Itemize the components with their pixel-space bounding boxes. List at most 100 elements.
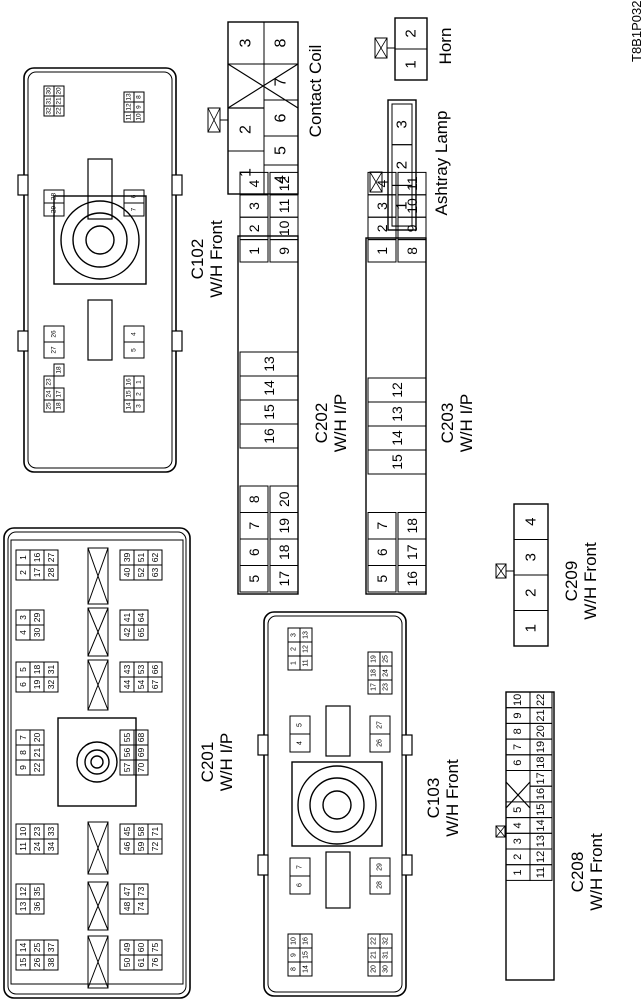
c202-pin-19: 19 [276, 518, 292, 534]
c102-pin-11: 11 [126, 113, 133, 120]
c201-pin-24: 24 [32, 842, 42, 852]
c201-pin-7: 7 [18, 735, 28, 740]
c203-pin-17: 17 [404, 544, 420, 560]
c202-pin-13: 13 [261, 356, 277, 372]
c102-pin-30: 30 [46, 87, 53, 95]
c103-pin-27-cell [369, 715, 391, 735]
c201-pin-72-cell [147, 838, 163, 855]
c201-pin-73: 73 [136, 887, 146, 897]
c208-pin-16: 16 [535, 788, 547, 800]
c209-pin-4: 4 [523, 518, 540, 526]
c202-pin-5: 5 [246, 575, 262, 583]
c201-pin-52: 52 [136, 568, 146, 578]
c201-pin-65: 65 [136, 628, 146, 638]
c103-pin-5-cell [289, 715, 311, 735]
c103-pin-11: 11 [303, 659, 310, 666]
c203-pin-18-cell [397, 512, 427, 540]
c103-caption: C103 W/H Front [424, 746, 462, 850]
c103-pin-12: 12 [303, 645, 310, 653]
c103-pin-cells: 1112131232324251718194526276728291415168… [287, 627, 393, 977]
c201-pin-54: 54 [136, 680, 146, 690]
c102-pin-26-cell [43, 325, 65, 343]
c201-pin-48: 48 [122, 902, 132, 912]
c102-pin-24: 24 [46, 390, 53, 398]
c201-pin-4: 4 [18, 630, 28, 635]
c202-pin-8-cell [239, 485, 269, 513]
c201-pin-34: 34 [46, 842, 56, 852]
c201-harness: W/H I/P [217, 732, 236, 792]
c201-pin-59: 59 [136, 842, 146, 852]
c201-pin-16: 16 [32, 553, 42, 563]
c202-pin-9: 9 [276, 247, 292, 255]
c103-name: C103 [424, 777, 443, 819]
c202-pin-11: 11 [276, 199, 292, 214]
c201-pin-25: 25 [32, 943, 42, 953]
c201-pin-60: 60 [136, 943, 146, 953]
contact-coil-pin-4: 4 [273, 175, 290, 184]
c102-pin-4: 4 [131, 332, 138, 336]
c102-pin-32: 32 [46, 107, 53, 115]
c201-pin-70-cell [133, 759, 149, 776]
c103-pin-27: 27 [377, 721, 384, 729]
c201-pin-64: 64 [136, 613, 146, 623]
c201-pin-70: 70 [136, 763, 146, 773]
c103-pin-13: 13 [303, 631, 310, 639]
c201-caption: C201 W/H I/P [198, 714, 236, 810]
c102-pin-26: 26 [51, 330, 58, 338]
c102-caption: C102 W/H Front [188, 212, 226, 306]
c102-pin-22: 22 [56, 107, 63, 115]
c201-pin-22-cell [29, 759, 45, 776]
c203-pin-7-cell [367, 512, 397, 540]
c201-pin-36-cell [29, 898, 45, 915]
c102-pin-cells: 3231302221202928111213109876272625242318… [43, 85, 145, 413]
c203-pin-2: 2 [374, 224, 390, 232]
c209-name: C209 [562, 560, 581, 602]
c202-pin-14: 14 [261, 380, 277, 396]
c203-pin-3: 3 [374, 202, 390, 210]
c201-pin-36: 36 [32, 902, 42, 912]
c202-pin-6: 6 [246, 548, 262, 556]
c201-pin-62: 62 [150, 553, 160, 563]
c201-pin-74: 74 [136, 902, 146, 912]
c201-pin-2: 2 [18, 570, 28, 575]
contact-coil-pin-2: 2 [238, 125, 255, 134]
c201-pin-34-cell [43, 838, 59, 855]
c201-pin-37: 37 [46, 943, 56, 953]
c201-pin-68: 68 [136, 733, 146, 743]
c202-pin-16: 16 [261, 428, 277, 444]
c208-pin-13: 13 [535, 835, 547, 847]
c103-pin-2: 2 [291, 647, 298, 651]
c201-pin-32: 32 [46, 680, 56, 690]
c102-pin-1: 1 [136, 380, 143, 384]
c201-pin-46: 46 [122, 842, 132, 852]
c201-pin-27: 27 [46, 553, 56, 563]
c103-pin-10: 10 [291, 937, 298, 945]
c201-pin-3: 3 [18, 615, 28, 620]
c201-pin-38: 38 [46, 958, 56, 968]
c103-pin-9: 9 [291, 953, 298, 957]
c102-pin-8-cell [133, 91, 145, 103]
c202-pin-4-cell [239, 171, 269, 196]
ashtray-lamp-pin-cells: 321 [391, 103, 413, 227]
c201-pin-57: 57 [122, 763, 132, 773]
c102-pin-3: 3 [136, 404, 143, 408]
c201-pin-67: 67 [150, 680, 160, 690]
c209-caption: C209 W/H Front [562, 530, 600, 632]
c203-pin-18: 18 [404, 518, 420, 534]
c203-pin-15: 15 [389, 454, 405, 470]
c103-pin-7: 7 [297, 865, 304, 869]
c201-pin-19: 19 [32, 680, 42, 690]
horn-caption: Horn [436, 16, 455, 76]
c202-pin-16-cell [239, 423, 299, 449]
c201-pin-39: 39 [122, 553, 132, 563]
c102-pin-23: 23 [46, 378, 53, 386]
c103-pin-22-cell [367, 933, 381, 949]
c201-pin-76-cell [147, 954, 163, 971]
c201-pin-9: 9 [18, 765, 28, 770]
c103-pin-28: 28 [377, 881, 384, 889]
c103-pin-29: 29 [377, 863, 384, 871]
c201-pin-20: 20 [32, 733, 42, 743]
c103-pin-15: 15 [303, 951, 310, 959]
